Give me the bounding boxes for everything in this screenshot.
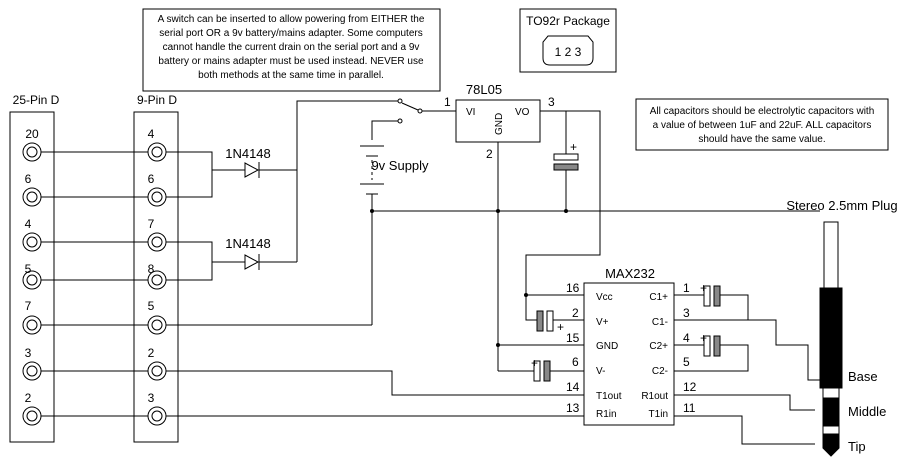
db25-pin-label: 2 — [25, 391, 32, 405]
plug-middle-label: Middle — [848, 404, 886, 419]
max232-pin-number: 11 — [683, 401, 696, 415]
max232-pin-label: Vcc — [596, 292, 613, 303]
regulator-78l05: 78L05 VI VO GND 1 2 3 — [444, 82, 555, 161]
plug-title: Stereo 2.5mm Plug — [786, 198, 897, 213]
max232-pin-label: T1out — [596, 391, 622, 402]
to92-package: TO92r Package 1 2 3 — [519, 8, 617, 73]
max232-pin-number: 16 — [566, 281, 580, 295]
db25-pin-label: 5 — [25, 262, 32, 276]
stereo-plug: Stereo 2.5mm Plug Base Middle Tip — [748, 198, 898, 457]
cap-c2-plus: + — [700, 331, 707, 345]
max232-pin-number: 14 — [566, 380, 580, 394]
max232-pin-label: V+ — [596, 317, 609, 328]
power-switch — [371, 98, 456, 140]
db9-title: 9-Pin D — [137, 93, 177, 107]
db9-pin-label: 8 — [148, 262, 155, 276]
diode-2: 1N4148 — [166, 236, 297, 281]
cap-c1-plus: + — [700, 281, 707, 295]
cap-v-minus-plus: + — [531, 356, 538, 370]
db9-body — [133, 111, 179, 443]
diode-bus-wire — [296, 100, 398, 262]
db25-pin-label: 7 — [25, 299, 32, 313]
max232-pin-label: R1out — [641, 391, 668, 402]
db9-pin-label: 3 — [148, 391, 155, 405]
db25-pin-label: 3 — [25, 346, 32, 360]
db25-pin-label: 20 — [25, 127, 39, 141]
to92-pins: 1 2 3 — [555, 45, 582, 59]
capacitor-note-box — [635, 98, 889, 151]
battery-9v: 9v Supply — [360, 145, 429, 325]
max232-left-wiring: + + — [166, 293, 584, 417]
switch-note-line-2: serial port OR a 9v battery/mains adapte… — [159, 28, 422, 39]
max232-chip: MAX232 Vcc V+ GND V- T1out R1in C1+ C1- … — [566, 266, 697, 426]
switch-note: A switch can be inserted to allow poweri… — [142, 8, 441, 92]
ground-bus — [166, 142, 820, 372]
regulator-pin-1: 1 — [444, 95, 451, 109]
max232-pin-label: C1- — [652, 317, 668, 328]
max232-pin-number: 2 — [572, 306, 579, 320]
switch-note-line-1: A switch can be inserted to allow poweri… — [158, 14, 425, 25]
plug-base-label: Base — [848, 369, 878, 384]
max232-name: MAX232 — [605, 266, 655, 281]
max232-right-wiring: + + — [674, 281, 815, 445]
regulator-name: 78L05 — [466, 82, 502, 97]
max232-pin-number: 4 — [683, 331, 690, 345]
capacitor-note-line-2: a value of between 1uF and 22uF. ALL cap… — [653, 120, 872, 131]
regulator-pin-3: 3 — [548, 95, 555, 109]
regulator-pin-2: 2 — [486, 147, 493, 161]
regulator-vi-label: VI — [466, 107, 475, 118]
diode-2-label: 1N4148 — [225, 236, 271, 251]
regulator-gnd-label: GND — [494, 113, 505, 135]
switch-note-line-4: battery or mains adapter must be used in… — [158, 56, 424, 67]
max232-pin-label: C1+ — [649, 292, 668, 303]
max232-pin-label: V- — [596, 366, 605, 377]
max232-pin-label: GND — [596, 341, 618, 352]
max232-pin-label: C2- — [652, 366, 668, 377]
output-cap-plus: + — [570, 140, 577, 154]
regulator-body — [455, 99, 541, 143]
db25-pin-label: 4 — [25, 217, 32, 231]
diode-1: 1N4148 — [166, 146, 297, 198]
max232-pin-number: 13 — [566, 401, 580, 415]
max232-pin-label: C2+ — [649, 341, 668, 352]
db9-pin-label: 2 — [148, 346, 155, 360]
max232-pin-number: 5 — [683, 355, 690, 369]
max232-body — [583, 282, 675, 426]
max232-pin-number: 3 — [683, 306, 690, 320]
db25-body — [9, 111, 55, 443]
battery-label: 9v Supply — [371, 158, 429, 173]
diode-1-label: 1N4148 — [225, 146, 271, 161]
switch-note-box — [142, 8, 441, 92]
capacitor-note-line-3: should have the same value. — [698, 134, 825, 145]
max232-pin-number: 12 — [683, 380, 697, 394]
db9-connector: 9-Pin D 4 6 7 8 5 2 3 — [133, 93, 179, 443]
capacitor-note-line-1: All capacitors should be electrolytic ca… — [650, 106, 875, 117]
to92-box — [519, 8, 617, 73]
max232-pin-number: 6 — [572, 355, 579, 369]
db9-pin-label: 6 — [148, 172, 155, 186]
db25-connector: 25-Pin D 20 6 4 5 7 3 2 — [9, 93, 60, 443]
max232-pin-label: T1in — [649, 409, 668, 420]
db9-pin-label: 5 — [148, 299, 155, 313]
regulator-vo-label: VO — [515, 107, 530, 118]
db25-pin-label: 6 — [25, 172, 32, 186]
db9-pin-label: 4 — [148, 127, 155, 141]
max232-pin-number: 1 — [683, 281, 690, 295]
connector-wires — [41, 151, 148, 417]
db9-pin-label: 7 — [148, 217, 155, 231]
switch-note-line-3: cannot handle the current drain on the s… — [163, 42, 420, 53]
switch-note-line-5: both methods at the same time in paralle… — [198, 70, 384, 81]
db25-title: 25-Pin D — [13, 93, 60, 107]
plug-tip-label: Tip — [848, 439, 866, 454]
cap-v-plus-plus: + — [557, 320, 564, 334]
capacitor-note: All capacitors should be electrolytic ca… — [635, 98, 889, 151]
max232-pin-label: R1in — [596, 409, 617, 420]
to92-outline-icon — [542, 35, 594, 66]
regulator-output-wiring: + — [525, 110, 601, 295]
to92-title: TO92r Package — [526, 14, 610, 28]
max232-pin-number: 15 — [566, 331, 580, 345]
